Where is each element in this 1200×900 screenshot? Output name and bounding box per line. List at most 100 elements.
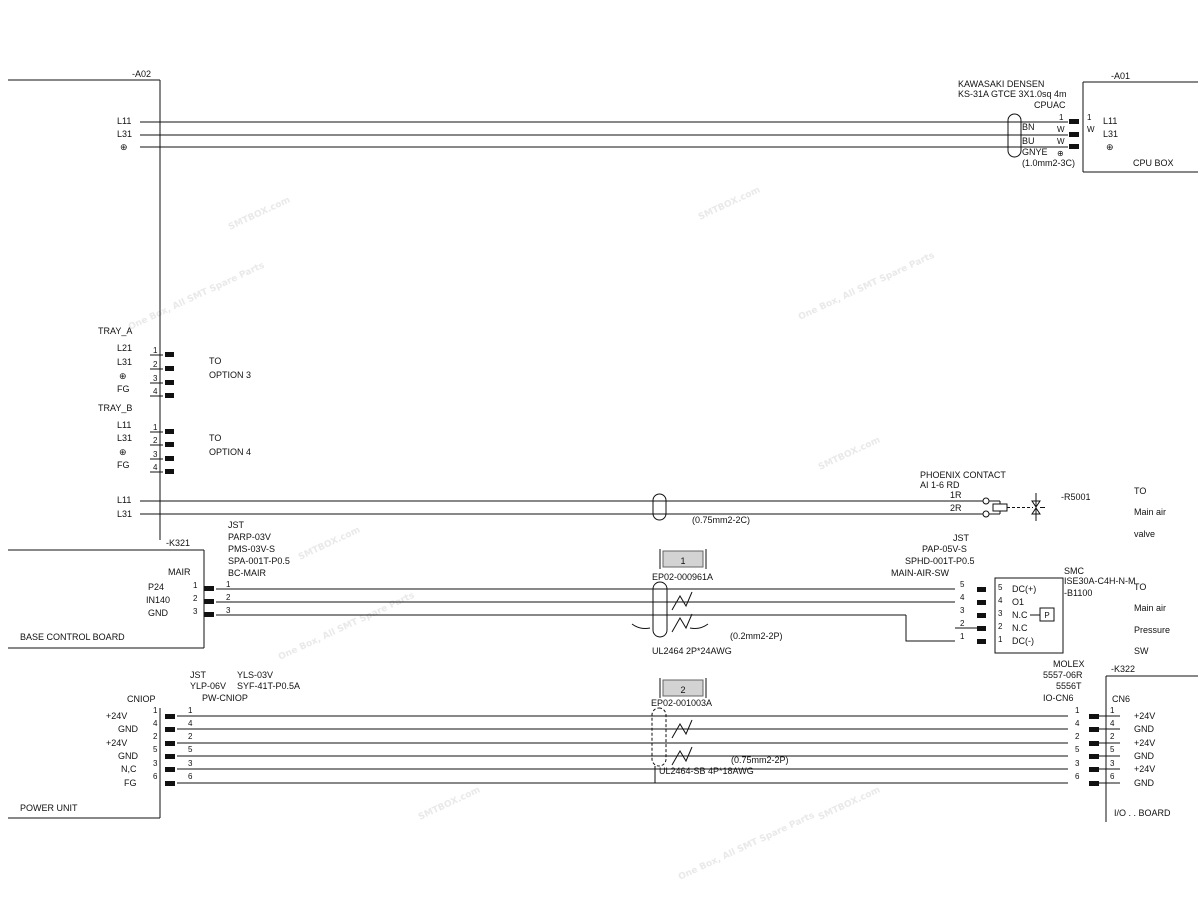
k322-right-pin: 2	[1110, 732, 1115, 741]
sw-pin-number: 5	[960, 580, 965, 589]
sw-connector	[955, 587, 986, 644]
valve-part: AI 1-6 RD	[920, 480, 960, 490]
valve-cable-sleeve	[652, 493, 667, 521]
tray-a-pin-label: L21	[117, 343, 132, 353]
power-conn-name: CNIOP	[127, 694, 156, 704]
tray-a-pin-label: ⊕	[119, 371, 127, 381]
tray-b-pin-number: 2	[153, 436, 158, 445]
k322-signal: +24V	[1134, 738, 1155, 748]
sw-conn-part: MAIN-AIR-SW	[891, 568, 950, 578]
cable1-section: (0.2mm2-2P)	[730, 631, 783, 641]
k322-part: 5557-06R	[1043, 670, 1083, 680]
pressure-sensor-label: P	[1044, 611, 1049, 620]
sw-dest: TO	[1134, 582, 1146, 592]
a01-box-pin-number: W	[1087, 125, 1095, 134]
power-signal: GND	[118, 724, 139, 734]
tray-a-pin-label: L31	[117, 357, 132, 367]
a01-wire-code: W	[1057, 125, 1065, 134]
sw-conn-part: SPHD-001T-P0.5	[905, 556, 975, 566]
sw-pin-number: 2	[960, 619, 965, 628]
sw-inner-pin: 1	[998, 635, 1003, 644]
a01-connector	[1069, 119, 1079, 149]
power-wire-number: 1	[188, 706, 193, 715]
cable2-tag: 2 EP02-001003A (0.75mm2-2P) UL2464-SB 4P…	[651, 678, 789, 776]
cable1-tag: 1 EP02-000961A (0.2mm2-2P) UL2464 2P*24A…	[652, 549, 783, 656]
power-conn-maker: JST	[190, 670, 207, 680]
a01-box-label: ⊕	[1106, 142, 1114, 152]
cable2-part: EP02-001003A	[651, 698, 712, 708]
k322-ref: -K322	[1111, 664, 1135, 674]
power-wire-number: 6	[188, 772, 193, 781]
pressure-switch-block: JST PAP-05V-S SPHD-001T-P0.5 MAIN-AIR-SW…	[891, 533, 1170, 656]
k321-wire-number: 3	[226, 606, 231, 615]
valve-dest: TO	[1134, 486, 1146, 496]
power-pin-number: 4	[153, 719, 158, 728]
a02-l31-label: L31	[117, 129, 132, 139]
k321-wire-number: 2	[226, 593, 231, 602]
k321-connector	[204, 586, 214, 617]
a01-section: (1.0mm2-3C)	[1022, 158, 1075, 168]
a01-connector-name: CPUAC	[1034, 100, 1066, 110]
power-conn-term: SYF-41T-P0.5A	[237, 681, 300, 691]
power-pin-number: 3	[153, 759, 158, 768]
a01-wire-code: ⊕	[1057, 149, 1064, 158]
tray-b-pin-label: ⊕	[119, 447, 127, 457]
sw-pin-number: 3	[960, 606, 965, 615]
cable2-sleeve	[651, 707, 667, 767]
tray-b-pin-number: 1	[153, 423, 158, 432]
power-conn-extra: YLS-03V	[237, 670, 273, 680]
k322-conn-name: CN6	[1112, 694, 1130, 704]
tray-b-pin-label: FG	[117, 460, 130, 470]
a01-wire-code: W	[1057, 137, 1065, 146]
sw-signal: N.C	[1012, 610, 1028, 620]
k321-conn-name: MAIR	[168, 567, 191, 577]
k322-left-pin: 6	[1075, 772, 1080, 781]
valve-block: (0.75mm2-2C) PHOENIX CONTACT AI 1-6 RD 1…	[140, 470, 1166, 539]
k322-left-pin: 5	[1075, 745, 1080, 754]
watermark-tagline: One Box, All SMT Spare Parts	[797, 251, 936, 323]
sw-pin-number: 1	[960, 632, 965, 641]
tray-a-pin-number: 2	[153, 360, 158, 369]
k322-left-pin: 1	[1075, 706, 1080, 715]
a01-wire-pin-number: 1	[1059, 113, 1064, 122]
watermark-tagline: One Box, All SMT Spare Parts	[127, 261, 266, 333]
power-wire-number: 2	[188, 732, 193, 741]
tray-b-dest: TO	[209, 433, 221, 443]
a01-ref: -A01	[1111, 71, 1130, 81]
a02-ref: -A02	[132, 69, 151, 79]
k321-signal: P24	[148, 582, 164, 592]
cable1-spec: UL2464 2P*24AWG	[652, 646, 732, 656]
sw-dest: Main air	[1134, 603, 1166, 613]
k321-pin-number: 2	[193, 594, 198, 603]
power-pin-number: 1	[153, 706, 158, 715]
sw-conn-part: PAP-05V-S	[922, 544, 967, 554]
base-control-board-name: BASE CONTROL BOARD	[20, 632, 125, 642]
tray-a-pin-number: 4	[153, 387, 158, 396]
a01-box-pin-number: 1	[1087, 113, 1092, 122]
tray-a-name: TRAY_A	[98, 326, 132, 336]
k322-right-pin: 4	[1110, 719, 1115, 728]
a01-cable-maker: KAWASAKI DENSEN	[958, 79, 1044, 89]
a01-cable-spec: KS-31A GTCE 3X1.0sq 4m	[958, 89, 1067, 99]
sw-conn-maker: JST	[953, 533, 970, 543]
k321-wire-number: 1	[226, 580, 231, 589]
tray-b-pin-number: 3	[153, 450, 158, 459]
valve-ref: -R5001	[1061, 492, 1091, 502]
cable1-tag-number: 1	[680, 556, 685, 566]
watermark-brand: SMTBOX.com	[697, 185, 762, 222]
a01-wire-color: GNYE	[1022, 147, 1048, 157]
sw-signal: N.C	[1012, 623, 1028, 633]
power-unit-block: JST YLS-03V YLP-06V SYF-41T-P0.5A PW-CNI…	[8, 670, 300, 819]
cable2-tag-number: 2	[680, 685, 685, 695]
cable2-spec: UL2464-SB 4P*18AWG	[659, 766, 754, 776]
k321-conn-part: SPA-001T-P0.5	[228, 556, 290, 566]
mains-cable-sleeve	[1007, 113, 1022, 158]
k321-signal: IN140	[146, 595, 170, 605]
k322-right-pin: 3	[1110, 759, 1115, 768]
power-conn-id: PW-CNIOP	[202, 693, 248, 703]
cable2-section: (0.75mm2-2P)	[731, 755, 789, 765]
tray-b-dest: OPTION 4	[209, 447, 251, 457]
tray-a-dest: TO	[209, 356, 221, 366]
power-pin-number: 5	[153, 745, 158, 754]
